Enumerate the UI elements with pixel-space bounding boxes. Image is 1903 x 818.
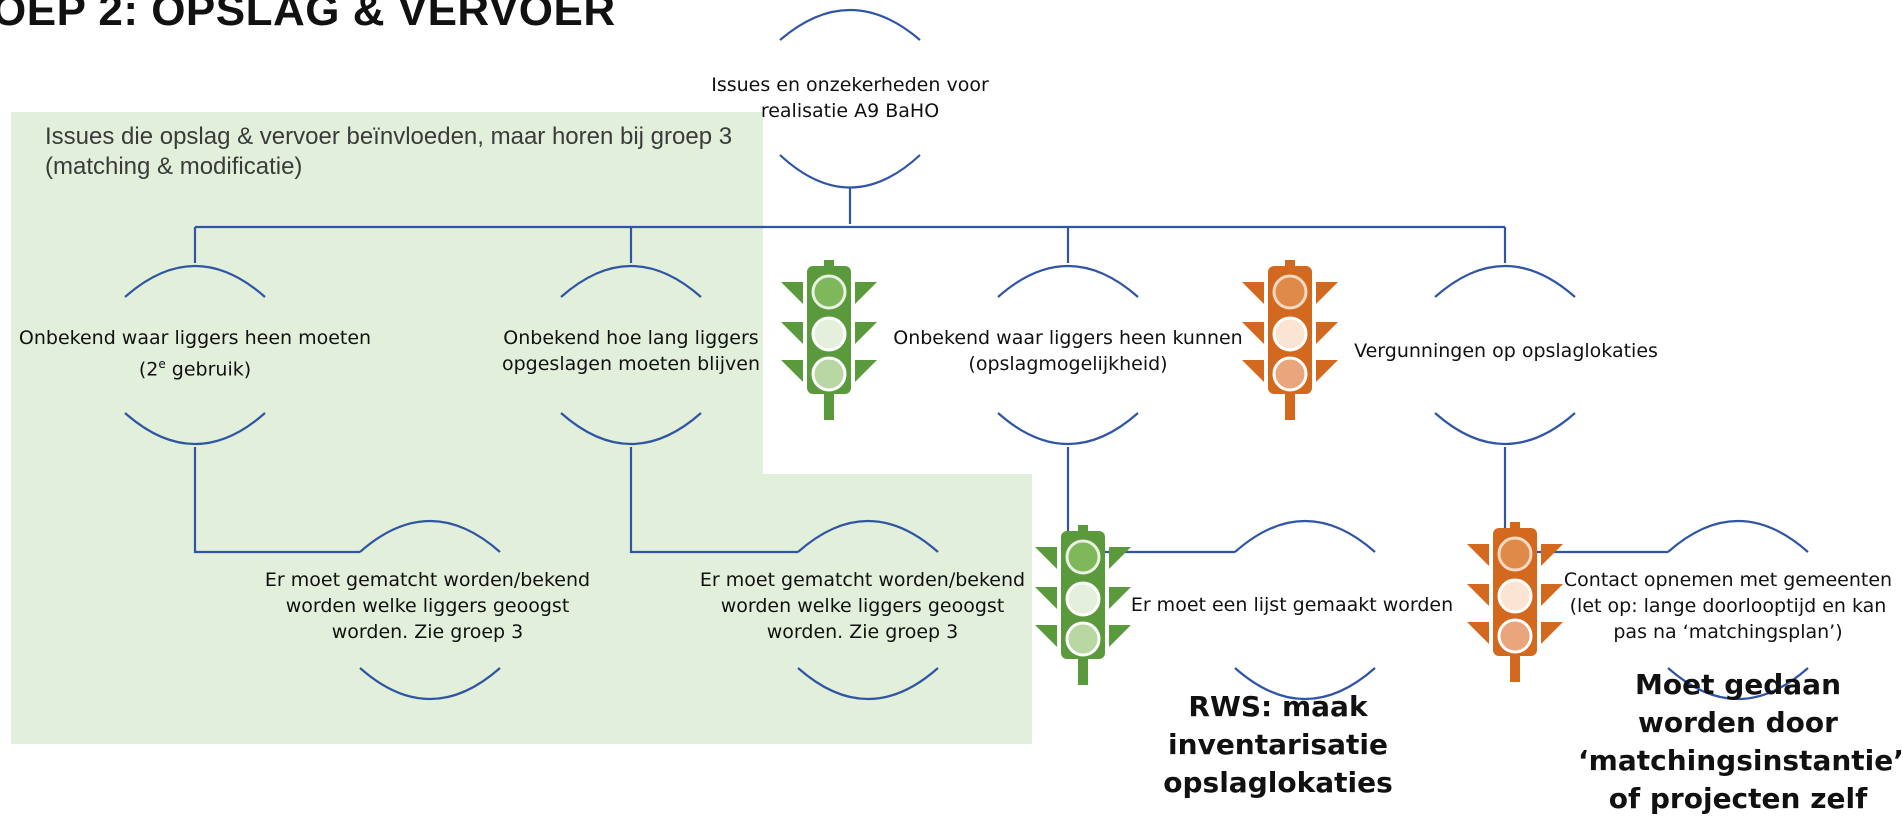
root-node-label: Issues en onzekerheden voor realisatie A…	[711, 74, 989, 122]
child-contact-municipalities-label: Contact opnemen met gemeenten (let op: l…	[1563, 569, 1893, 643]
rws-note: RWS: maak inventarisatie opslaglokaties	[1088, 688, 1468, 802]
child-make-list: Er moet een lijst gemaakt worden	[1122, 592, 1462, 618]
matching-note: Moet gedaan worden door ‘matchingsinstan…	[1578, 666, 1903, 818]
node-destination-unknown: Onbekend waar liggers heen moeten (2e ge…	[0, 325, 390, 382]
root-node: Issues en onzekerheden voor realisatie A…	[690, 72, 1010, 124]
node-storage-duration: Onbekend hoe lang liggers opgeslagen moe…	[486, 325, 776, 377]
node-permits-label: Vergunningen op opslaglokaties	[1354, 340, 1658, 362]
root-arc-top	[779, 8, 921, 41]
node-destination-unknown-line2-post: gebruik)	[165, 358, 252, 381]
traffic-light-orange-icon	[1240, 258, 1340, 422]
matching-note-label: Moet gedaan worden door ‘matchingsinstan…	[1578, 668, 1903, 815]
root-arc-bottom	[779, 154, 921, 189]
node-permits: Vergunningen op opslaglokaties	[1336, 338, 1676, 364]
child-matching-1-label: Er moet gematcht worden/bekend worden we…	[264, 569, 591, 643]
node-destination-unknown-line1: Onbekend waar liggers heen moeten	[18, 327, 372, 349]
child-matching-2-label: Er moet gematcht worden/bekend worden we…	[699, 569, 1026, 643]
node-destination-unknown-line2-pre: (2	[138, 358, 159, 381]
rws-note-label: RWS: maak inventarisatie opslaglokaties	[1163, 690, 1393, 799]
group3-zone-extension	[750, 474, 1032, 744]
node-storage-options-label: Onbekend waar liggers heen kunnen (opsla…	[893, 327, 1243, 375]
child-make-list-label: Er moet een lijst gemaakt worden	[1130, 594, 1454, 616]
node-storage-options: Onbekend waar liggers heen kunnen (opsla…	[882, 325, 1254, 377]
node-destination-unknown-sup: e	[158, 357, 166, 371]
traffic-light-green-icon	[1033, 523, 1133, 687]
child-contact-municipalities: Contact opnemen met gemeenten (let op: l…	[1558, 567, 1898, 645]
child-matching-2: Er moet gematcht worden/bekend worden we…	[690, 567, 1035, 645]
group3-note: Issues die opslag & vervoer beïnvloeden,…	[45, 123, 733, 180]
page-title: OEP 2: OPSLAG & VERVOER	[0, 0, 616, 35]
traffic-light-green-icon	[779, 258, 879, 422]
group3-zone	[11, 112, 763, 744]
traffic-light-orange-icon	[1465, 520, 1565, 684]
node-storage-duration-label: Onbekend hoe lang liggers opgeslagen moe…	[501, 327, 760, 375]
child-matching-1: Er moet gematcht worden/bekend worden we…	[255, 567, 600, 645]
